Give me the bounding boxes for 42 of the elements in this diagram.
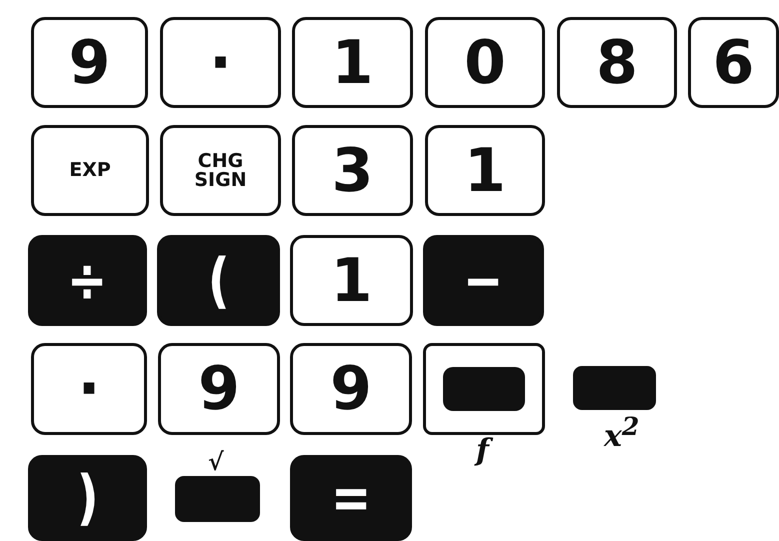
- blank-key: [573, 366, 656, 410]
- key-label: =: [330, 468, 372, 528]
- calculator-key: [160, 125, 281, 216]
- key-label: 1: [464, 140, 506, 200]
- key-label: EXP: [68, 161, 112, 180]
- key-label: ÷: [67, 250, 108, 310]
- calculator-key: [557, 17, 677, 108]
- key-function-label: f: [473, 436, 492, 466]
- calculator-key: [290, 455, 412, 541]
- calculator-key: [290, 343, 412, 435]
- function-key: [423, 343, 545, 435]
- calculator-key: [688, 17, 779, 108]
- calculator-key: [292, 17, 413, 108]
- key-label: ·: [209, 32, 232, 92]
- key-label: ·: [78, 359, 100, 419]
- key-label: CHG SIGN: [193, 152, 248, 190]
- key-label: ): [76, 468, 98, 528]
- key-label: 1: [330, 250, 372, 310]
- calculator-key: [292, 125, 413, 216]
- key-label: 8: [596, 32, 638, 92]
- calculator-key: [423, 235, 544, 326]
- key-label: 1: [332, 32, 374, 92]
- blank-key: [175, 476, 260, 522]
- key-label: 0: [464, 32, 506, 92]
- key-label: 3: [332, 140, 374, 200]
- calculator-key: [28, 455, 147, 541]
- calculator-key: [157, 235, 280, 326]
- key-label: (: [208, 250, 230, 310]
- calculator-key: [28, 235, 147, 326]
- calculator-key: [160, 17, 281, 108]
- calculator-key: [425, 17, 545, 108]
- calculator-key: [425, 125, 545, 216]
- calculator-key: [290, 235, 413, 326]
- calculator-key: [158, 343, 280, 435]
- calculator-key: [31, 17, 148, 108]
- calculator-key: [31, 343, 147, 435]
- key-label: 9: [68, 32, 110, 92]
- key-label: 9: [198, 359, 240, 419]
- calculator-key: [31, 125, 149, 216]
- key-label: 6: [712, 32, 754, 92]
- key-label: −: [463, 250, 504, 310]
- key-label: 9: [330, 359, 372, 419]
